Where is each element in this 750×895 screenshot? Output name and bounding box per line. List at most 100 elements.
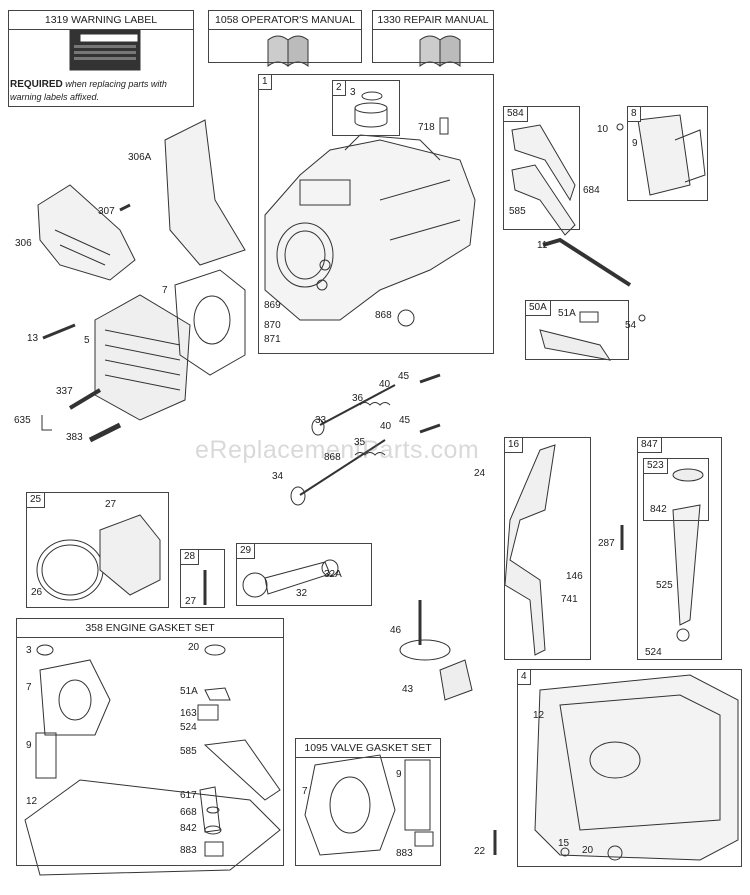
gasket-callout-617: 617 [180, 790, 197, 801]
bolt-icon [42, 323, 76, 340]
callout-870: 870 [264, 320, 281, 331]
callout-27a: 27 [105, 499, 117, 510]
callout-12: 12 [533, 710, 545, 721]
piston-pin-box: 28 [180, 549, 225, 608]
stud-icon [88, 422, 122, 443]
bearing-icon [354, 91, 388, 128]
fastener-307-icon [119, 203, 131, 212]
cover-icon [637, 114, 706, 196]
gasket-callout-51A: 51A [180, 686, 198, 697]
valve-gasket-set-drawings [304, 754, 434, 856]
watermark: eReplacementParts.com [195, 436, 480, 464]
callout-15: 15 [558, 838, 570, 849]
callout-146: 146 [566, 571, 583, 582]
callout-524: 524 [645, 647, 662, 658]
retainer-icon [419, 373, 441, 384]
valve-gasket-set-title: 1095 VALVE GASKET SET [296, 739, 440, 758]
callout-868b: 868 [324, 452, 341, 463]
cylinder-block-icon [264, 134, 476, 321]
callout-35: 35 [354, 437, 366, 448]
gasket-callout-668: 668 [180, 807, 197, 818]
valve-gasket-callout-9: 9 [396, 769, 402, 780]
repair-manual-icon [419, 35, 461, 68]
valve-spring-2-icon [354, 452, 386, 456]
pin-718-icon [439, 117, 449, 135]
callout-868: 868 [375, 310, 392, 321]
callout-40a: 40 [379, 379, 391, 390]
sump-tag: 4 [518, 670, 531, 685]
gasket-callout-3: 3 [26, 645, 32, 656]
spark-plug-icon [68, 388, 102, 410]
governor-gear-icon [399, 600, 451, 661]
screw-10-icon [616, 123, 624, 131]
callout-287: 287 [598, 538, 615, 549]
callout-842: 842 [650, 504, 667, 515]
warning-label-title: 1319 WARNING LABEL [9, 11, 193, 30]
callout-34: 34 [272, 471, 284, 482]
warning-note: REQUIRED when replacing parts with warni… [10, 78, 190, 103]
valve-gasket-callout-7: 7 [302, 786, 308, 797]
callout-871: 871 [264, 334, 281, 345]
stud-635-icon [41, 415, 52, 431]
governor-tag: 847 [638, 438, 662, 453]
plug-15-icon [560, 847, 570, 857]
governor-shaft-icon [672, 468, 704, 642]
callout-36: 36 [352, 393, 364, 404]
breather-tag: 584 [504, 107, 528, 122]
bracket-50a-icon [539, 311, 612, 361]
cylinder-head-icon [94, 294, 191, 421]
callout-718: 718 [418, 122, 435, 133]
repair-manual-title: 1330 REPAIR MANUAL [373, 11, 493, 30]
callout-307: 307 [98, 206, 115, 217]
piston-icon [36, 514, 161, 601]
connecting-rod-tag: 29 [237, 544, 256, 559]
engine-gasket-set-box: 358 ENGINE GASKET SET [16, 618, 284, 866]
warning-label-box: 1319 WARNING LABEL [8, 10, 194, 107]
shield-306-icon [37, 184, 136, 281]
gasket-callout-20: 20 [188, 642, 200, 653]
callout-9: 9 [632, 138, 638, 149]
callout-54: 54 [625, 320, 637, 331]
callout-383: 383 [66, 432, 83, 443]
piston-pin-tag: 28 [181, 550, 200, 565]
connecting-rod-icon [242, 559, 339, 598]
callout-7: 7 [162, 285, 168, 296]
bracket-50a-box: 50A [525, 300, 629, 360]
sump-icon [534, 674, 739, 861]
gasket-set-drawings [24, 644, 281, 876]
gasket-callout-163: 163 [180, 708, 197, 719]
callout-635: 635 [14, 415, 31, 426]
callout-11: 11 [537, 240, 548, 251]
tube-icon [542, 237, 632, 287]
retainer-2-icon [419, 423, 441, 434]
breather-icon [511, 124, 576, 236]
valve-spring-icon [359, 402, 391, 406]
screw-54-icon [638, 314, 646, 322]
gasket-callout-7: 7 [26, 682, 32, 693]
callout-32A: 32A [324, 569, 342, 580]
cover-box: 8 [627, 106, 708, 201]
callout-684: 684 [583, 185, 600, 196]
callout-33: 33 [315, 415, 327, 426]
callout-741: 741 [561, 594, 578, 605]
cylinder-box: 1 [258, 74, 494, 354]
bracket-50a-tag: 50A [526, 301, 551, 316]
cover-tag: 8 [628, 107, 641, 122]
head-gasket-icon [174, 269, 246, 376]
callout-45a: 45 [398, 371, 410, 382]
gasket-callout-12: 12 [26, 796, 38, 807]
callout-337: 337 [56, 386, 73, 397]
gasket-callout-585: 585 [180, 746, 197, 757]
crankshaft-tag: 16 [505, 438, 524, 453]
engine-gasket-set-title: 358 ENGINE GASKET SET [17, 619, 283, 638]
callout-306A: 306A [128, 152, 152, 163]
bearing-box: 2 [332, 80, 400, 136]
warning-note-text: when replacing parts with warning labels… [10, 79, 167, 102]
callout-27b: 27 [185, 596, 197, 607]
callout-5: 5 [84, 335, 90, 346]
seal-868-icon [397, 309, 415, 327]
gasket-callout-842: 842 [180, 823, 197, 834]
callout-51A: 51A [558, 308, 576, 319]
bearing-tag: 2 [333, 81, 346, 96]
